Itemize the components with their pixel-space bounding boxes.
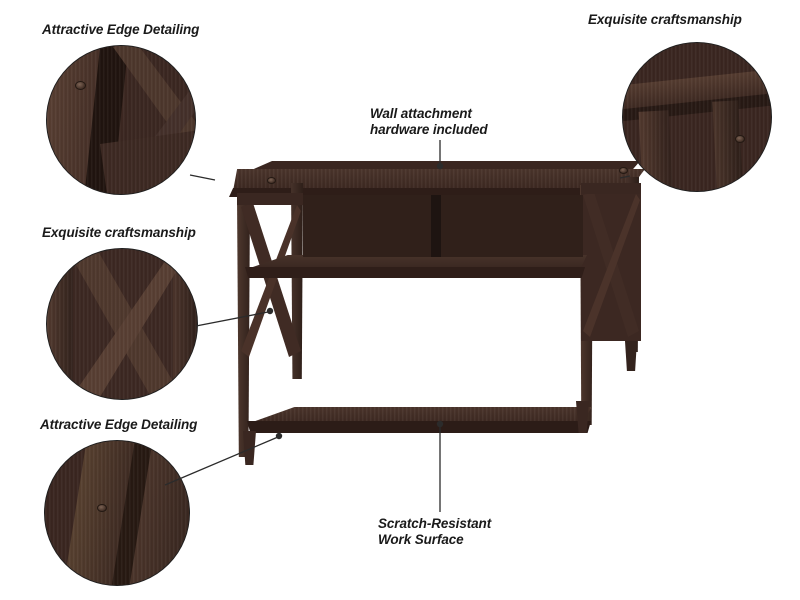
- left-foot: [243, 431, 256, 465]
- callout-label-craftsmanship-top-right: Exquisite craftsmanship: [588, 12, 742, 27]
- detail-screw-top-right: [735, 135, 745, 143]
- console-table-illustration: [195, 155, 665, 485]
- callout-label-edge-detailing-top-left: Attractive Edge Detailing: [42, 22, 200, 37]
- detail-craftsmanship-mid-left: [46, 248, 198, 400]
- left-x-brace-1: [239, 201, 303, 361]
- bottom-shelf-top: [250, 407, 592, 423]
- callout-label-scratch-resistant: Scratch-Resistant Work Surface: [378, 516, 492, 548]
- detail-screw-bottom-left: [97, 504, 107, 512]
- bottom-shelf-front: [247, 421, 591, 433]
- middle-shelf-back-panel: [303, 195, 583, 257]
- bottom-shelf-grain: [250, 407, 592, 423]
- right-x-brace: [581, 191, 641, 341]
- tabletop-front-lip: [229, 188, 639, 197]
- detail-edge-top-left: [46, 45, 196, 195]
- screw-left: [267, 177, 276, 184]
- middle-shelf-front: [245, 267, 585, 278]
- middle-shelf-top: [247, 255, 587, 269]
- right-back-foot: [625, 341, 637, 371]
- callout-label-edge-detailing-bottom-left: Attractive Edge Detailing: [40, 417, 198, 432]
- detail-screw-top-left: [75, 81, 86, 90]
- right-foot: [576, 401, 589, 433]
- detail-edge-bottom-left: [44, 440, 190, 586]
- callout-label-wall-attachment: Wall attachment hardware included: [370, 106, 488, 138]
- detail-craftsmanship-top-right: [622, 42, 772, 192]
- right-upper-rail: [581, 183, 641, 194]
- left-upper-rail: [237, 193, 303, 205]
- middle-shelf-back-divider: [431, 195, 441, 257]
- callout-label-craftsmanship-mid-left: Exquisite craftsmanship: [42, 225, 196, 240]
